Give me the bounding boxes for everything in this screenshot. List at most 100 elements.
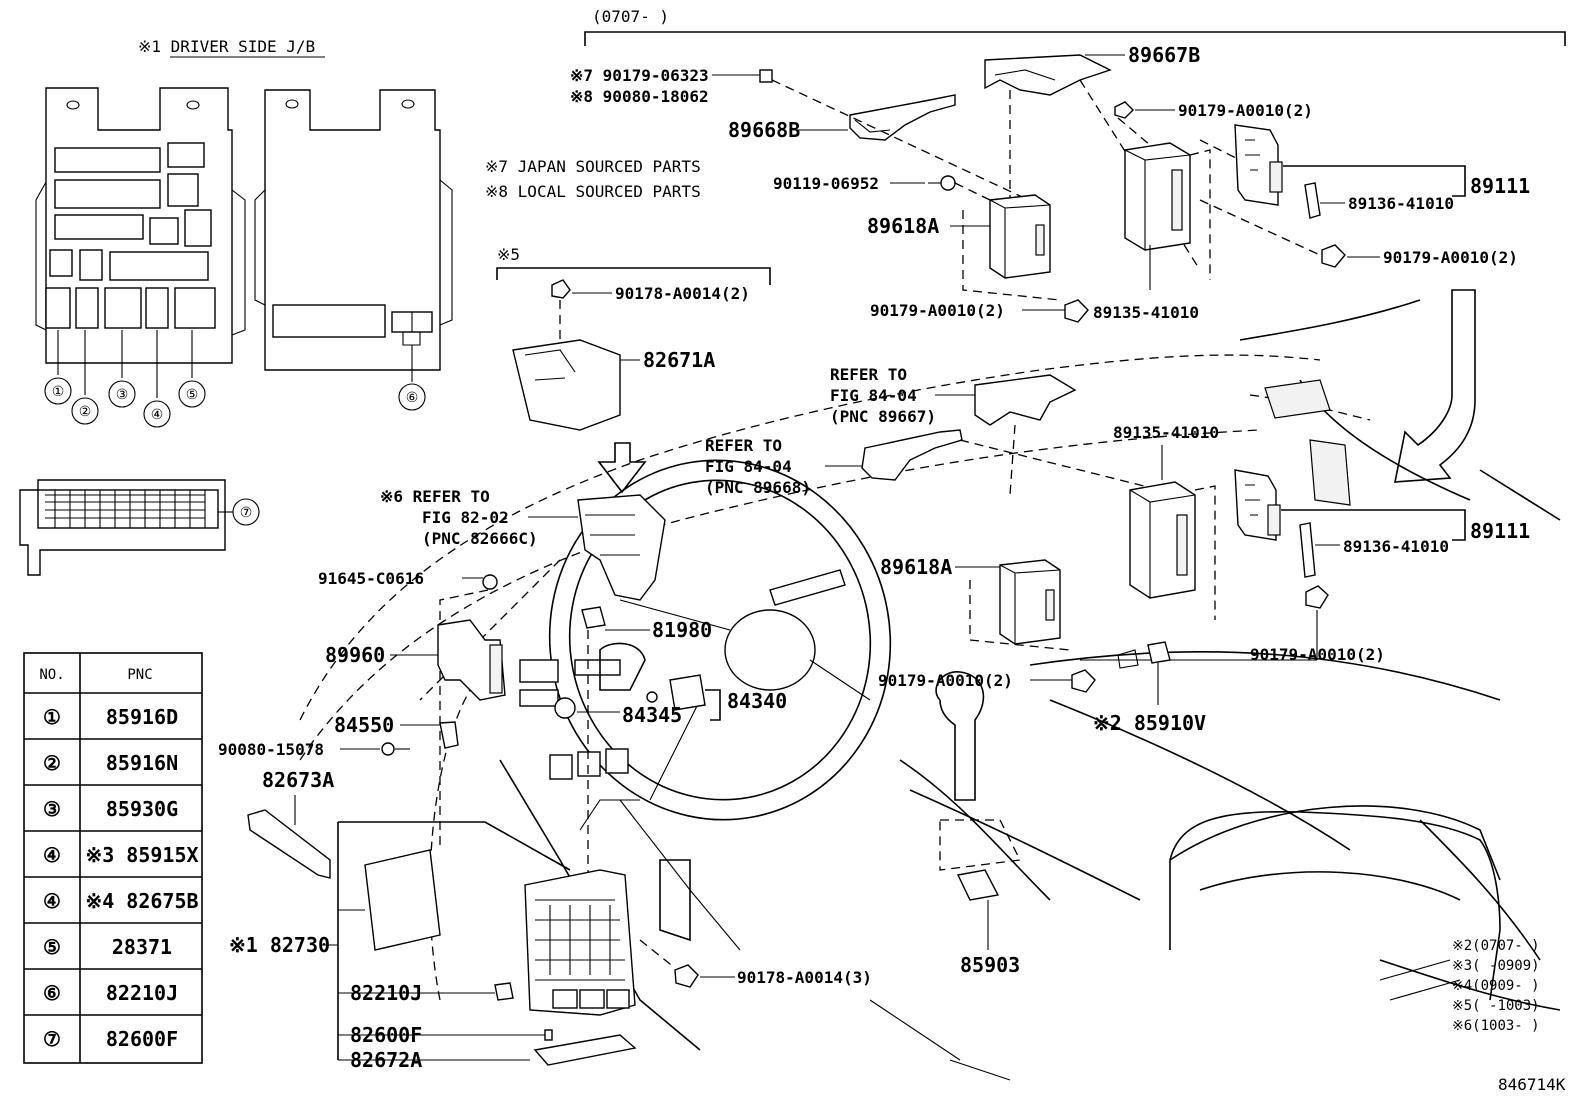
part-81980: 81980 <box>581 606 712 880</box>
table-row-pnc: ※4 82675B <box>85 889 198 913</box>
part-84550: 84550 90080-15078 <box>218 713 459 759</box>
part-82673a: 82673A <box>247 768 334 879</box>
label-82600f: 82600F <box>350 1023 422 1047</box>
nut-90179-a0010-low1: 90179-A0010(2) <box>878 669 1096 693</box>
table-row-pnc: 85930G <box>106 797 178 821</box>
date-note: ※2(0707- ) <box>1452 938 1540 954</box>
label-89135-low: 89135-41010 <box>1113 423 1219 442</box>
part-82600f: 82600F <box>338 1023 553 1047</box>
label-89618a-top: 89618A <box>867 214 939 238</box>
label-89668b: 89668B <box>728 118 800 142</box>
group5-bracket: ※5 <box>496 245 771 285</box>
steering-wheel <box>548 459 892 821</box>
date-note: ※4(0909- ) <box>1452 978 1540 994</box>
table-row-no: ③ <box>43 797 61 821</box>
refer-82666c-line1: ※6 REFER TO <box>380 487 490 506</box>
bolt-90119-06952: 90119-06952 <box>773 174 991 201</box>
part-89618a-low: 89618A <box>880 555 1071 651</box>
label-90119-06952: 90119-06952 <box>773 174 879 193</box>
part-junction-block <box>524 869 636 1016</box>
label-90179-a0010-mid: 90179-A0010(2) <box>870 301 1005 320</box>
figure-id: 846714K <box>1498 1075 1566 1094</box>
table-row-no: ④ <box>43 843 61 867</box>
refer-89668-line2: FIG 84-04 <box>705 457 792 476</box>
jb-callout-1: ① <box>52 384 65 400</box>
nut-90179-06323: ※7 90179-06323 ※8 90080-18062 <box>570 66 1051 211</box>
label-90080-18062: ※8 90080-18062 <box>570 87 709 106</box>
label-82672a: 82672A <box>350 1048 422 1072</box>
arrow-down-right <box>1394 289 1476 483</box>
label-85910v: ※2 85910V <box>1093 711 1206 735</box>
jb-front-view: ※1 DRIVER SIDE J/B ① ② ③ ④ <box>35 37 325 428</box>
table-row-pnc: 82210J <box>106 981 178 1005</box>
date-note: ※5( -1003) <box>1452 998 1540 1014</box>
part-89111-top: 89111 <box>1199 124 1530 206</box>
label-90179-06323: ※7 90179-06323 <box>570 66 709 85</box>
jb-connector-view: ⑦ <box>19 479 260 576</box>
pnc-table: NO. PNC ① 85916D ② 85916N ③ 85930G ④ ※3 … <box>23 652 203 1064</box>
table-header-no: NO. <box>39 667 64 683</box>
label-89667b: 89667B <box>1128 43 1200 67</box>
table-row-pnc: ※3 85915X <box>85 843 198 867</box>
date-note: ※3( -0909) <box>1452 958 1540 974</box>
arrow-down-center <box>597 442 647 494</box>
table-row-no: ⑦ <box>43 1027 61 1051</box>
part-89960: 89960 <box>325 619 506 701</box>
nut-90179-a0010-right: 90179-A0010(2) <box>1321 244 1518 268</box>
table-row-no: ④ <box>43 889 61 913</box>
label-90179-a0010-low2: 90179-A0010(2) <box>1250 645 1385 664</box>
part-89135-low: 89135-41010 <box>1113 423 1219 620</box>
label-89136-top: 89136-41010 <box>1348 194 1454 213</box>
refer-89667-line3: (PNC 89667) <box>830 407 936 426</box>
label-90179-a0010-right: 90179-A0010(2) <box>1383 248 1518 267</box>
refer-82666c: ※6 REFER TO FIG 82-02 (PNC 82666C) <box>380 487 666 601</box>
label-90080-15078: 90080-15078 <box>218 740 324 759</box>
table-row-no: ⑤ <box>43 935 61 959</box>
label-90179-a0010-low1: 90179-A0010(2) <box>878 671 1013 690</box>
label-84550: 84550 <box>334 713 394 737</box>
armrest <box>1169 810 1501 1001</box>
label-84340: 84340 <box>727 689 787 713</box>
table-row-no: ① <box>43 705 61 729</box>
label-82730: ※1 82730 <box>229 933 330 957</box>
label-89135-top: 89135-41010 <box>1093 303 1199 322</box>
label-90178-a0014-2: 90178-A0014(2) <box>615 284 750 303</box>
part-82730: ※1 82730 <box>229 821 571 1060</box>
date-notes: ※2(0707- ) ※3( -0909) ※4(0909- ) ※5( -10… <box>1452 938 1540 1034</box>
label-82673a: 82673A <box>262 768 334 792</box>
label-89136-low: 89136-41010 <box>1343 537 1449 556</box>
part-89618a-top: 89618A <box>867 194 1061 301</box>
table-row-pnc: 85916N <box>106 751 178 775</box>
group5-label: ※5 <box>497 245 520 264</box>
screw-91645-c0616: 91645-C0616 <box>318 569 498 850</box>
part-89136-low: 89136-41010 <box>1299 522 1449 578</box>
table-header-pnc: PNC <box>127 667 152 683</box>
part-82210j: 82210J <box>338 981 514 1005</box>
label-82210j: 82210J <box>350 981 422 1005</box>
note-local-sourced: ※8 LOCAL SOURCED PARTS <box>485 182 701 201</box>
refer-89667-line2: FIG 84-04 <box>830 386 917 405</box>
gear-shifter <box>935 671 1021 871</box>
table-row-pnc: 28371 <box>112 935 172 959</box>
refer-89668-line3: (PNC 89668) <box>705 478 811 497</box>
part-85910v: ※2 85910V <box>1093 641 1206 735</box>
label-84345: 84345 <box>622 703 682 727</box>
jb-title: ※1 DRIVER SIDE J/B <box>138 37 315 56</box>
jb-callout-6: ⑥ <box>406 390 419 406</box>
refer-89667: REFER TO FIG 84-04 (PNC 89667) <box>830 365 1077 496</box>
jb-callout-7: ⑦ <box>240 505 253 521</box>
date-range-label: (0707- ) <box>592 7 669 26</box>
label-90179-a0010-top: 90179-A0010(2) <box>1178 101 1313 120</box>
jb-callout-3: ③ <box>116 387 129 403</box>
refer-89668-line1: REFER TO <box>705 436 782 455</box>
table-row-pnc: 82600F <box>106 1027 178 1051</box>
part-85903: 85903 <box>956 869 1020 977</box>
table-row-no: ② <box>43 751 61 775</box>
note-japan-sourced: ※7 JAPAN SOURCED PARTS <box>485 157 701 176</box>
jb-rear-view: ⑥ <box>254 89 453 411</box>
jb-callout-5: ⑤ <box>186 387 199 403</box>
date-note: ※6(1003- ) <box>1452 1018 1540 1034</box>
table-row-pnc: 85916D <box>106 705 178 729</box>
